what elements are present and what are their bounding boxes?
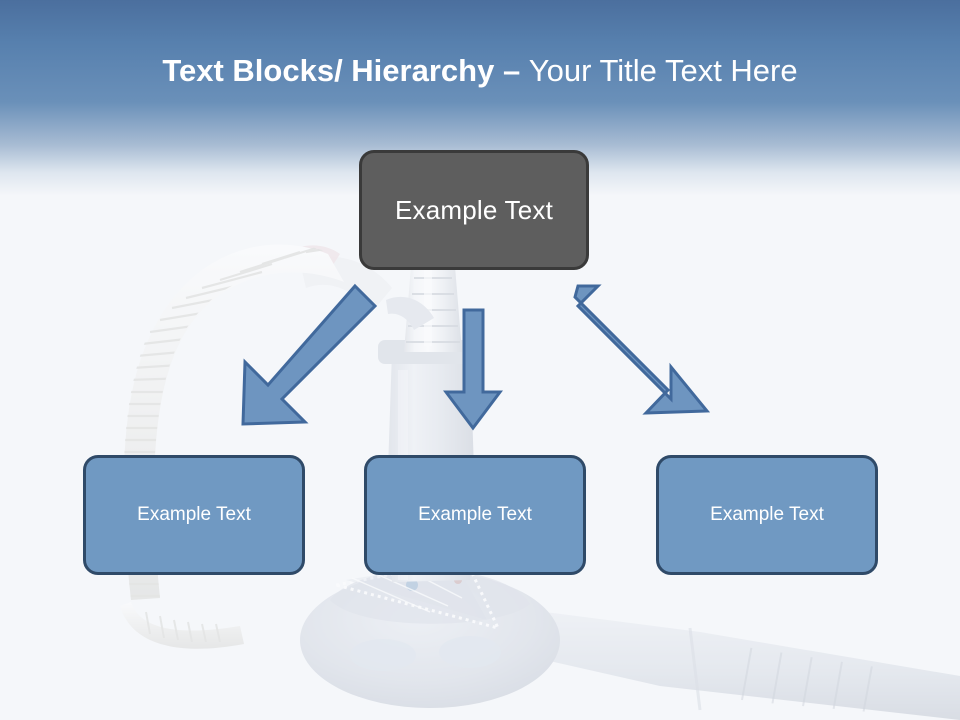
- arrow-left: [241, 283, 378, 426]
- node-child-1-label: Example Text: [137, 504, 251, 525]
- page-title-bold: Text Blocks/ Hierarchy: [162, 53, 503, 88]
- page-title: Text Blocks/ Hierarchy – Your Title Text…: [0, 52, 960, 90]
- page-title-separator: –: [502, 53, 529, 88]
- node-top-label: Example Text: [395, 194, 553, 225]
- node-top[interactable]: Example Text: [359, 150, 589, 270]
- arrow-right: [573, 284, 711, 415]
- arrow-middle: [443, 308, 503, 431]
- node-child-2[interactable]: Example Text: [364, 455, 586, 575]
- node-child-2-label: Example Text: [418, 504, 532, 525]
- node-child-1[interactable]: Example Text: [83, 455, 305, 575]
- node-child-3[interactable]: Example Text: [656, 455, 878, 575]
- node-child-3-label: Example Text: [710, 504, 824, 525]
- page-title-light: Your Title Text Here: [528, 53, 798, 88]
